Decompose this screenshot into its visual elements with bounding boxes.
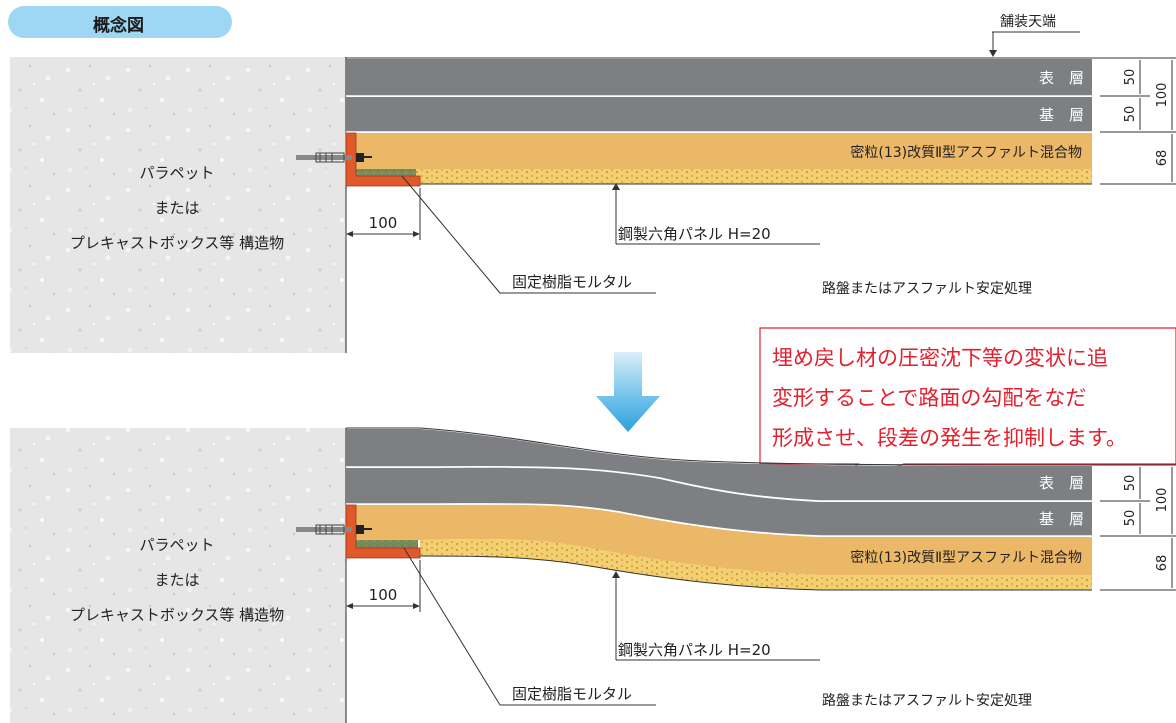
asphalt-mix-label-top: 密粒(13)改質Ⅱ型アスファルト混合物 <box>850 144 1082 161</box>
width-dim-label-top: 100 <box>369 214 398 232</box>
steel-bracket-bottom <box>345 504 421 559</box>
mix-dim-bottom: 68 <box>1155 555 1170 572</box>
subbase-label-top: 路盤またはアスファルト安定処理 <box>822 281 1032 297</box>
subbase-label-bottom: 路盤またはアスファルト安定処理 <box>822 693 1032 709</box>
mix-dim-top: 68 <box>1155 150 1170 167</box>
top-diagram: パラペット または プレキャストボックス等 構造物 表 層 基 層 密粒(13)… <box>10 14 1176 353</box>
pavement-top-label: 舗装天端 <box>1000 14 1056 30</box>
bottom-diagram: パラペット または プレキャストボックス等 構造物 表 層 基 層 密粒(13)… <box>10 427 1176 723</box>
base-layer-label-bottom: 基 層 <box>1039 510 1084 528</box>
structure-label-line2-bottom: または <box>154 571 199 589</box>
dimension-lines-top <box>1100 57 1176 185</box>
structure-label-line2: または <box>154 199 199 217</box>
asphalt-mix-layer-top <box>346 133 1092 169</box>
asphalt-mix-label-bottom: 密粒(13)改質Ⅱ型アスファルト混合物 <box>850 549 1082 566</box>
section-title: 概念図 <box>93 16 144 36</box>
surface-layer-label-bottom: 表 層 <box>1039 474 1084 492</box>
base-dim-top: 50 <box>1123 106 1138 123</box>
concrete-structure-top <box>10 57 346 353</box>
total-dim-bottom: 100 <box>1155 488 1170 513</box>
transition-arrow <box>596 352 660 432</box>
callout-box: 埋め戻し材の圧密沈下等の変状に追 変形することで路面の勾配をなだ 形成させ、段差… <box>759 327 1176 491</box>
total-dim-top: 100 <box>1155 83 1170 108</box>
callout-line2: 変形することで路面の勾配をなだ <box>772 386 1086 410</box>
structure-label-line3-bottom: プレキャストボックス等 構造物 <box>70 606 284 624</box>
structure-label-line1: パラペット <box>139 164 214 182</box>
dimension-lines-bottom <box>1100 464 1176 591</box>
callout-line1: 埋め戻し材の圧密沈下等の変状に追 <box>772 346 1108 370</box>
surface-layer-top <box>346 59 1092 96</box>
anchor-bolt-bottom <box>296 524 372 535</box>
panel-layer-bottom <box>420 539 1092 590</box>
structure-label-line1-bottom: パラペット <box>139 536 214 554</box>
panel-layer-top <box>346 169 1092 184</box>
base-dim-bottom: 50 <box>1123 510 1138 527</box>
panel-label-bottom: 鋼製六角パネル H=20 <box>618 641 771 659</box>
section-title-pill: 概念図 <box>8 6 232 38</box>
concrete-structure-bottom <box>10 428 346 723</box>
panel-label-top: 鋼製六角パネル H=20 <box>618 225 771 243</box>
base-layer-label-top: 基 層 <box>1039 106 1084 124</box>
width-dim-label-bottom: 100 <box>369 586 398 604</box>
base-layer-top <box>346 97 1092 132</box>
structure-label-line3: プレキャストボックス等 構造物 <box>70 234 284 252</box>
anchor-bolt-top <box>296 152 372 163</box>
surface-layer-bottom <box>346 429 1092 501</box>
surface-dim-bottom: 50 <box>1123 475 1138 492</box>
callout-line3: 形成させ、段差の発生を抑制します。 <box>772 426 1127 450</box>
mortar-label-bottom: 固定樹脂モルタル <box>512 685 632 703</box>
asphalt-mix-layer-bottom <box>346 504 1092 575</box>
mortar-label-top: 固定樹脂モルタル <box>512 273 632 291</box>
base-layer-bottom <box>346 467 1092 536</box>
steel-bracket-top <box>345 132 421 187</box>
surface-dim-top: 50 <box>1123 69 1138 86</box>
surface-layer-label-top: 表 層 <box>1039 69 1084 87</box>
